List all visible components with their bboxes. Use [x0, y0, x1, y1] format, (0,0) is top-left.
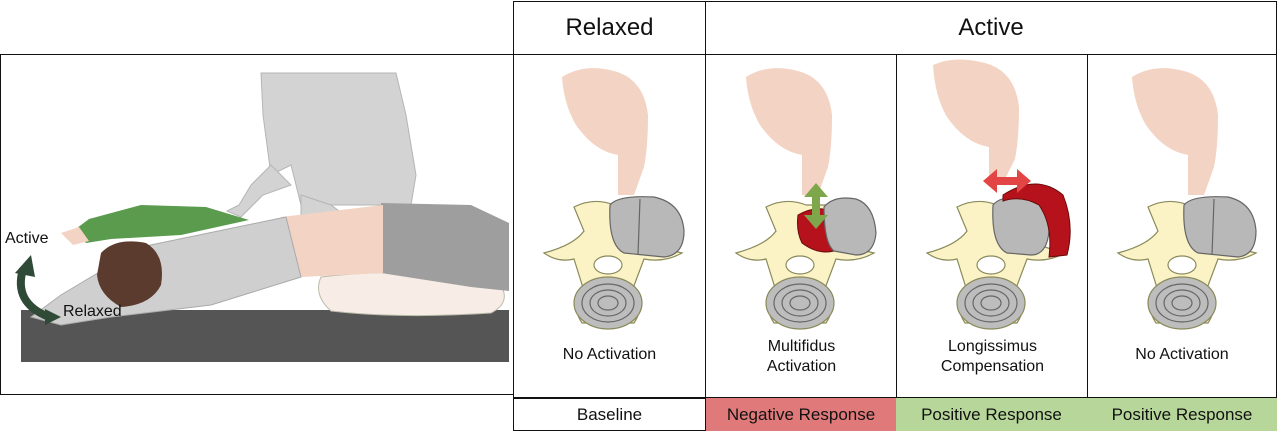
spine-illustration-longissimus [925, 59, 1071, 330]
rotation-arrow [16, 267, 51, 321]
active-arm [73, 205, 249, 243]
disc-icon [1183, 196, 1257, 258]
spine-illustration-multifidus [734, 68, 877, 330]
vertical-arrow-icon [804, 183, 828, 229]
spine-illustration-no-activation [1116, 68, 1258, 330]
panel-baseline: No Activation [513, 54, 706, 398]
caption-longissimus-line2: Compensation [940, 358, 1045, 375]
disc-icon [823, 197, 877, 256]
response-positive-2: Positive Response [1087, 398, 1277, 431]
caption-multifidus-line1: Multifidus [767, 338, 836, 355]
header-relaxed: Relaxed [513, 1, 706, 55]
finger-icon [562, 68, 648, 195]
finger-icon [746, 68, 832, 195]
response-baseline-text: Baseline [576, 404, 643, 424]
longissimus-muscle [1002, 183, 1071, 258]
vertebra-icon [734, 200, 876, 330]
caption-baseline: No Activation [514, 345, 705, 365]
response-positive-2-text: Positive Response [1111, 404, 1253, 424]
finger-icon [933, 59, 1019, 179]
caption-no-activation: No Activation [1088, 345, 1276, 365]
label-relaxed: Relaxed [63, 303, 122, 320]
patient-legs [381, 203, 509, 291]
response-positive-1: Positive Response [896, 398, 1087, 431]
spine-illustration-baseline [542, 68, 685, 330]
disc-icon [609, 196, 685, 258]
vertebra-icon [1116, 200, 1258, 330]
header-active: Active [705, 1, 1277, 55]
patient-shirt [29, 216, 302, 326]
header-relaxed-text: Relaxed [565, 14, 654, 41]
response-negative-text: Negative Response [726, 404, 876, 424]
vertebra-icon [925, 200, 1067, 330]
caption-multifidus: Multifidus Activation [706, 337, 897, 377]
caption-multifidus-line2: Activation [766, 358, 837, 375]
caption-no-activation-text: No Activation [1135, 346, 1229, 363]
caption-longissimus-line1: Longissimus [948, 338, 1037, 355]
response-negative: Negative Response [706, 398, 896, 431]
header-active-text: Active [958, 14, 1024, 41]
patient-back [281, 205, 383, 277]
vertebra-icon [542, 200, 684, 330]
caption-longissimus: Longissimus Compensation [897, 337, 1088, 377]
label-active: Active [5, 230, 49, 247]
patient-scene-panel: Active Relaxed [0, 54, 514, 395]
panel-no-activation: No Activation [1087, 54, 1277, 398]
caption-baseline-text: No Activation [562, 346, 657, 363]
response-positive-1-text: Positive Response [921, 404, 1062, 424]
horizontal-arrow-icon [983, 169, 1031, 193]
patient-head [97, 241, 162, 307]
response-baseline: Baseline [513, 398, 706, 431]
panel-multifidus: Multifidus Activation [705, 54, 898, 398]
finger-icon [1132, 68, 1218, 195]
panel-longissimus: Longissimus Compensation [896, 54, 1089, 398]
prone-patient-illustration [15, 72, 509, 362]
